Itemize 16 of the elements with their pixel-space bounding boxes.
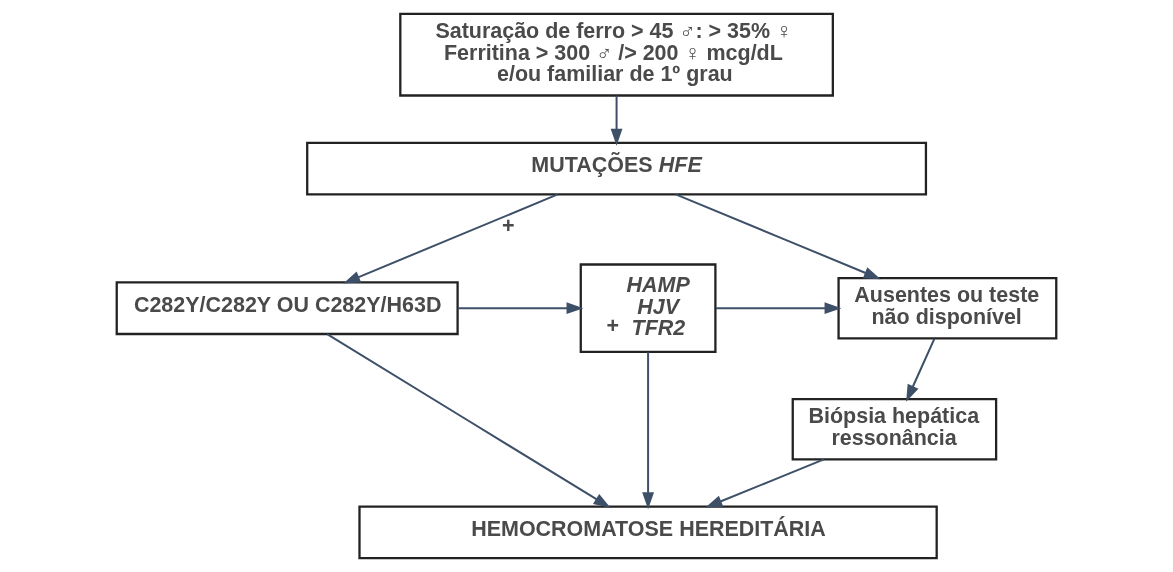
arrow <box>343 193 559 284</box>
node-box: MUTAÇÕES HFE <box>306 141 928 196</box>
arrow <box>457 302 584 315</box>
arrow <box>705 458 825 508</box>
node-box: Ausentes ou teste não disponível <box>837 276 1058 340</box>
arrow <box>326 333 611 508</box>
edge-label: + <box>502 214 515 239</box>
node-box: HEMOCROMATOSE HEREDITÁRIA <box>358 505 938 560</box>
arrow <box>715 302 842 315</box>
node-box: Biópsia hepática ressonância <box>791 398 998 461</box>
node-box: C282Y/C282Y OU C282Y/H63D <box>115 281 459 336</box>
arrow <box>642 352 654 510</box>
arrow <box>675 193 881 280</box>
arrow <box>610 95 623 146</box>
arrow <box>906 338 936 402</box>
node-box: Saturação de ferro > 45 ♂: > 35% ♀ Ferritina > 300 ♂ /> 200 ♀ mcg/dL e/ou familiar de 1º grau <box>399 12 834 97</box>
